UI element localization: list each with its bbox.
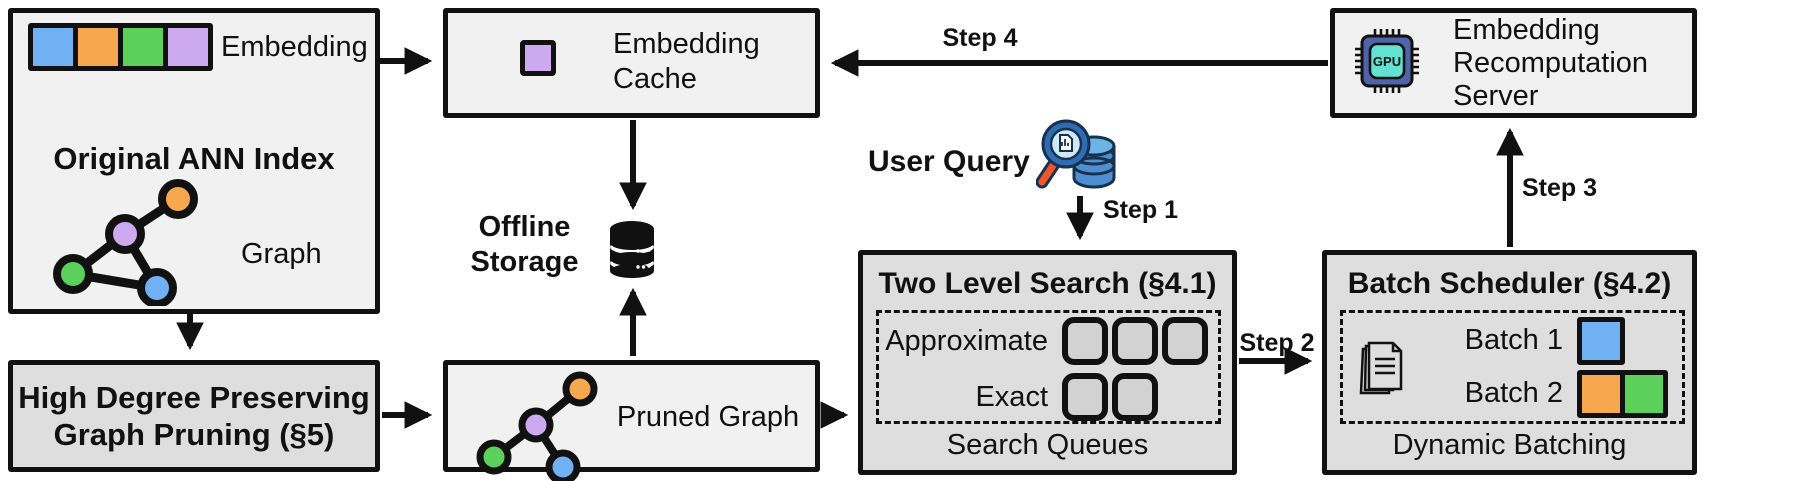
exact-label: Exact bbox=[975, 380, 1048, 413]
exact-queue-row: Exact bbox=[885, 369, 1212, 425]
queue-slot bbox=[1062, 373, 1108, 421]
graph-icon bbox=[53, 179, 198, 306]
embedding-cell-blue bbox=[33, 28, 78, 66]
approximate-queue-row: Approximate bbox=[885, 313, 1212, 369]
queue-slot bbox=[1112, 317, 1158, 365]
embedding-cell-purple bbox=[168, 28, 208, 66]
search-queues-label: Search Queues bbox=[946, 429, 1149, 461]
dynamic-batching-panel: Batch 1 Batch 2 bbox=[1340, 310, 1685, 424]
batch-rows: Batch 1 Batch 2 bbox=[1413, 314, 1668, 420]
queue-slot bbox=[1112, 373, 1158, 421]
embedding-cell-green bbox=[123, 28, 168, 66]
documents-icon bbox=[1359, 341, 1403, 395]
graph-pruning-title-line1: High Degree Preserving bbox=[18, 380, 370, 415]
queue-slot bbox=[1162, 317, 1208, 365]
search-queues-panel: Approximate Exact bbox=[876, 310, 1221, 424]
batch-scheduler-title: Batch Scheduler (§4.2) bbox=[1347, 267, 1672, 300]
user-query-label: User Query bbox=[868, 145, 1030, 178]
pruned-graph-box: Pruned Graph bbox=[443, 360, 820, 481]
batch2-label: Batch 2 bbox=[1464, 377, 1563, 409]
embedding-cache-box: Embedding Cache bbox=[443, 8, 820, 118]
step3-label: Step 3 bbox=[1522, 174, 1598, 202]
recompute-server-label: Embedding Recomputation Server bbox=[1453, 14, 1649, 112]
approximate-queues bbox=[1062, 317, 1212, 365]
exact-queues bbox=[1062, 373, 1212, 421]
pruned-graph-icon bbox=[476, 371, 598, 481]
batch1-row: Batch 1 bbox=[1413, 314, 1668, 367]
two-level-search-title: Two Level Search (§4.1) bbox=[878, 267, 1217, 300]
batch1-label: Batch 1 bbox=[1464, 324, 1563, 356]
graph-pruning-title-line2: Graph Pruning (§5) bbox=[53, 417, 335, 452]
batch2-item-green bbox=[1620, 369, 1668, 418]
graph-pruning-box: High Degree Preserving Graph Pruning (§5… bbox=[8, 360, 380, 472]
batch2-row: Batch 2 bbox=[1413, 367, 1668, 420]
batch2-item-orange bbox=[1577, 369, 1625, 418]
original-ann-index-box: Embedding Original ANN Index Graph bbox=[8, 8, 380, 314]
embedding-cell-orange bbox=[78, 28, 123, 66]
graph-label: Graph bbox=[241, 238, 322, 270]
batch2-squares bbox=[1577, 369, 1668, 418]
queue-slot bbox=[1062, 317, 1108, 365]
cached-embedding-icon bbox=[520, 40, 556, 76]
embedding-label: Embedding bbox=[221, 31, 368, 63]
embedding-cache-label: Embedding Cache bbox=[613, 28, 760, 95]
database-icon bbox=[610, 221, 654, 278]
batch1-squares bbox=[1577, 316, 1668, 365]
embedding-vector-icon bbox=[28, 23, 213, 71]
batch-scheduler-box: Batch Scheduler (§4.2) Batch 1 bbox=[1322, 250, 1697, 475]
magnifier-query-icon bbox=[1036, 119, 1116, 189]
batch1-item-blue bbox=[1577, 316, 1625, 365]
gpu-chip-label: GPU bbox=[1373, 54, 1401, 69]
approximate-label: Approximate bbox=[885, 324, 1048, 357]
offline-storage-label: Offline Storage bbox=[470, 211, 579, 278]
gpu-chip-icon: GPU bbox=[1355, 29, 1419, 93]
pruned-graph-label: Pruned Graph bbox=[616, 401, 800, 433]
step1-label: Step 1 bbox=[1103, 196, 1179, 224]
step2-label: Step 2 bbox=[1239, 329, 1315, 357]
two-level-search-box: Two Level Search (§4.1) Approximate Exac… bbox=[858, 250, 1237, 475]
recompute-server-box: GPU Embedding Recomputation Server bbox=[1330, 8, 1697, 118]
original-index-title: Original ANN Index bbox=[53, 141, 335, 176]
dynamic-batching-label: Dynamic Batching bbox=[1392, 429, 1627, 461]
step4-label: Step 4 bbox=[942, 24, 1018, 52]
